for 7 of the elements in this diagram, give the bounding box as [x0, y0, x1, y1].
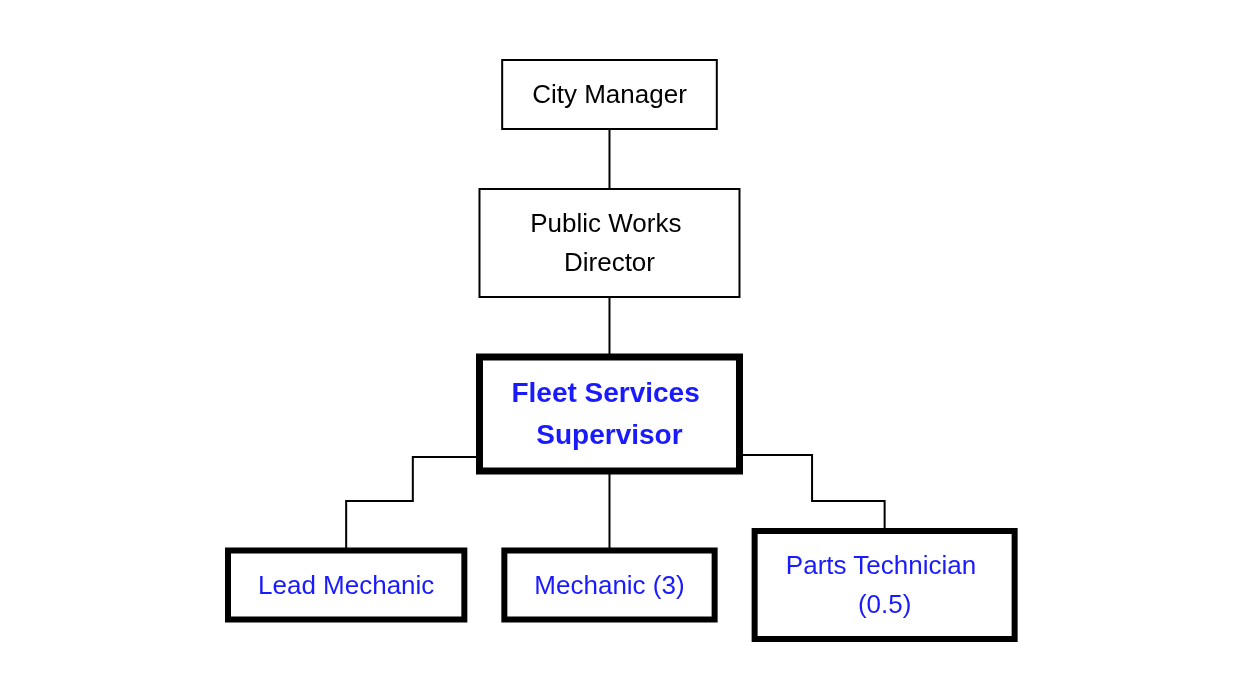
node-box: City Manager — [501, 58, 718, 130]
node-box: Lead Mechanic — [225, 547, 468, 622]
connector — [608, 127, 611, 190]
node-box: Public Works Director — [478, 187, 741, 298]
node-box: Fleet Services Supervisor — [476, 353, 744, 474]
node-box: Mechanic (3) — [501, 547, 718, 622]
node-box: Parts Technician (0.5) — [751, 527, 1018, 642]
